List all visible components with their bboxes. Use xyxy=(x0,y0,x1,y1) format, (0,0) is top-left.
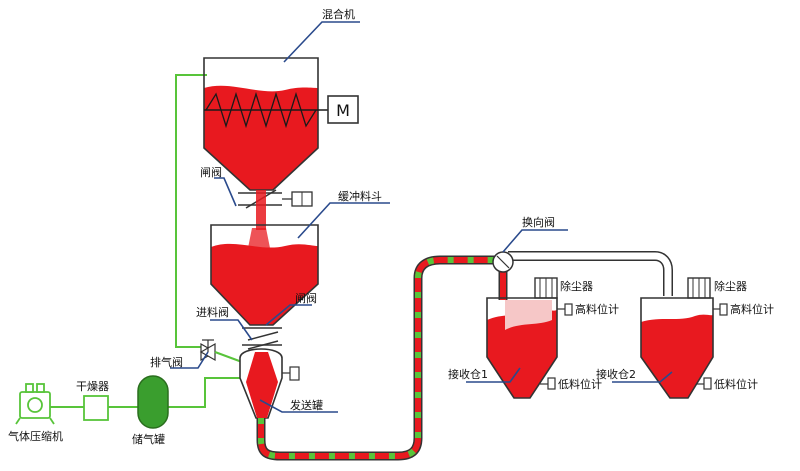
label-dust-collector-1: 除尘器 xyxy=(560,279,593,293)
gate-valve-top xyxy=(238,189,313,209)
label-mixer: 混合机 xyxy=(322,7,355,21)
label-exhaust-valve: 排气阀 xyxy=(150,355,183,369)
gas-line-tank-sender xyxy=(168,377,240,408)
label-compressor: 气体压缩机 xyxy=(8,429,63,443)
gate-valve-mid xyxy=(242,327,282,350)
material-stream-1 xyxy=(256,190,266,230)
exhaust-valve xyxy=(199,339,243,363)
mixer-body xyxy=(203,57,319,191)
label-high-level-2: 高料位计 xyxy=(730,302,774,316)
label-buffer-hopper: 缓冲料斗 xyxy=(338,189,382,203)
conveying-pipe xyxy=(256,251,673,461)
label-sending-tank: 发送罐 xyxy=(290,398,323,412)
label-gas-tank: 储气罐 xyxy=(132,432,165,446)
sending-tank xyxy=(239,348,300,419)
gas-lines xyxy=(48,74,240,408)
receiver-1-speckle xyxy=(505,300,552,330)
label-gate-valve-top: 闸阀 xyxy=(200,165,222,179)
label-receiver-1: 接收仓1 xyxy=(448,367,488,381)
gas-line-exhaust xyxy=(175,74,207,348)
receiver-1-body xyxy=(486,297,558,399)
label-diverter-valve: 换向阀 xyxy=(522,215,555,229)
label-high-level-1: 高料位计 xyxy=(575,302,619,316)
label-gate-valve-mid: 闸阀 xyxy=(295,291,317,305)
buffer-hopper-body xyxy=(210,224,319,326)
sending-tank-material xyxy=(246,352,278,418)
receiver-1-material xyxy=(487,310,557,398)
mixer: M xyxy=(203,57,359,191)
label-dust-collector-2: 除尘器 xyxy=(714,279,747,293)
label-low-level-2: 低料位计 xyxy=(714,377,758,391)
motor-label: M xyxy=(336,101,350,120)
receiver-1 xyxy=(486,277,573,399)
label-dryer: 干燥器 xyxy=(76,380,109,393)
receiver-2-body xyxy=(640,297,714,399)
motor-box xyxy=(327,95,359,124)
air-compressor-icon xyxy=(15,383,55,425)
mixer-material xyxy=(204,85,318,190)
label-receiver-2: 接收仓2 xyxy=(596,367,636,381)
gas-tank-body xyxy=(137,375,169,429)
label-low-level-1: 低料位计 xyxy=(558,377,602,391)
receiver-2 xyxy=(640,277,728,399)
leader-lines xyxy=(170,21,673,413)
receiver-2-material xyxy=(641,314,713,398)
dryer-box xyxy=(83,395,109,421)
label-feed-valve: 进料阀 xyxy=(196,305,229,319)
